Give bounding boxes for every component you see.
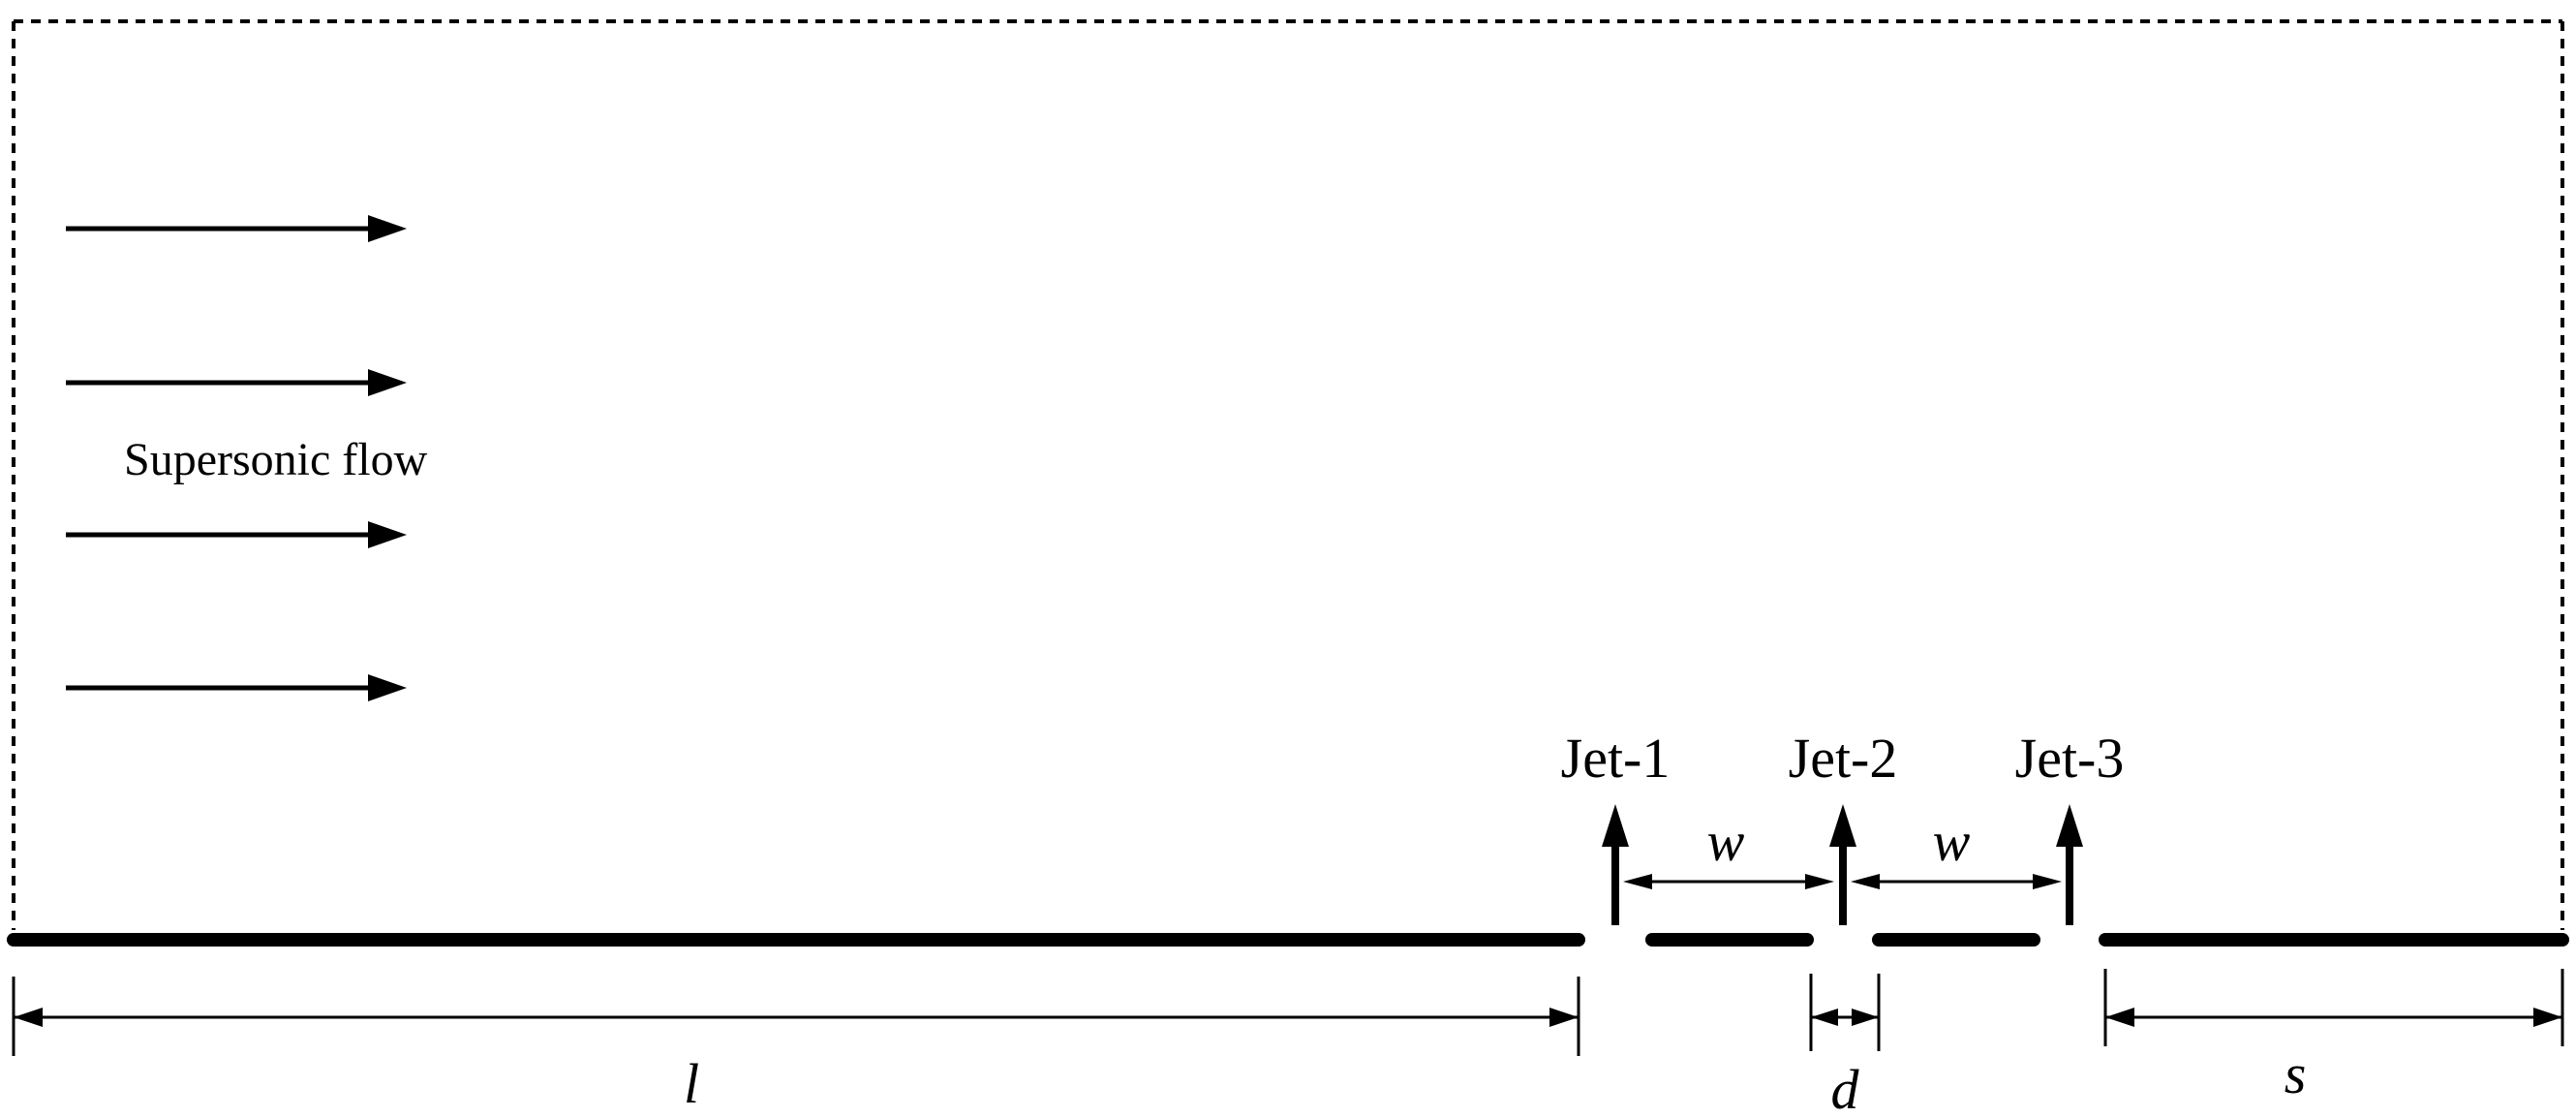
dimension-w-left-arrow-start bbox=[1623, 874, 1652, 889]
dimension-d bbox=[1809, 974, 1881, 1051]
dimension-w bbox=[1623, 874, 2062, 889]
flow-arrow-head bbox=[368, 215, 407, 242]
jet-3-label: Jet-3 bbox=[2015, 727, 2125, 790]
dimension-s-arrow-end bbox=[2533, 1008, 2562, 1027]
flow-label: Supersonic flow bbox=[124, 434, 428, 485]
dimension-l-label: l bbox=[684, 1052, 699, 1115]
dimension-s-arrow-start bbox=[2105, 1008, 2134, 1027]
flow-arrow-head bbox=[368, 369, 407, 396]
dimension-l-arrow-end bbox=[1549, 1008, 1579, 1027]
jet-2-label: Jet-2 bbox=[1789, 727, 1898, 790]
dimension-w-left-arrow-end bbox=[1805, 874, 1834, 889]
dimension-d-arrow-start bbox=[1811, 1009, 1838, 1026]
jet-1-label: Jet-1 bbox=[1561, 727, 1671, 790]
flow-arrow-head bbox=[368, 521, 407, 548]
dimension-w-right-arrow-start bbox=[1851, 874, 1880, 889]
dimension-l bbox=[12, 977, 1580, 1056]
dimension-s bbox=[2103, 969, 2564, 1046]
inflow-arrows bbox=[66, 215, 407, 701]
flow-arrow-head bbox=[368, 674, 407, 701]
domain-boundary bbox=[12, 19, 2564, 930]
jet-2-arrow-head bbox=[1829, 804, 1856, 847]
dimension-l-arrow-start bbox=[14, 1008, 43, 1027]
dimension-w-right-label: w bbox=[1933, 810, 1971, 873]
dimension-d-arrow-end bbox=[1852, 1009, 1879, 1026]
dimension-w-left-label: w bbox=[1707, 810, 1745, 873]
dimension-s-label: s bbox=[2285, 1042, 2307, 1105]
jet-3-arrow-head bbox=[2056, 804, 2083, 847]
dimension-d-label: d bbox=[1831, 1058, 1860, 1118]
jet-1-arrow-head bbox=[1602, 804, 1629, 847]
jet-arrows bbox=[1602, 804, 2083, 925]
dimension-w-right-arrow-end bbox=[2033, 874, 2062, 889]
